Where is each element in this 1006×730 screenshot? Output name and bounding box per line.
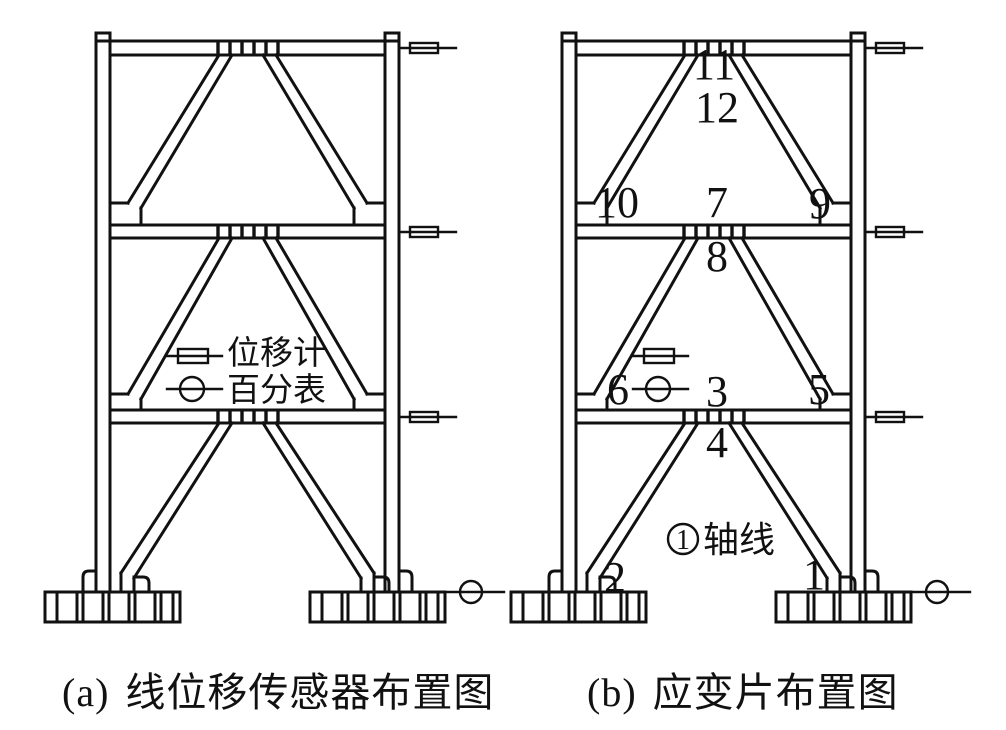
frame-a-structure xyxy=(43,31,506,624)
captions: (a) 线位移传感器布置图 (b) 应变片布置图 xyxy=(62,670,899,715)
strain-gauge-numbers: 11 12 10 7 9 8 6 3 5 4 2 1 xyxy=(595,40,831,602)
caption-b-title: 应变片布置图 xyxy=(653,670,899,715)
strain-gauge-label: 12 xyxy=(695,83,739,132)
strain-gauge-label: 3 xyxy=(706,367,728,416)
caption-a-index: (a) xyxy=(62,670,109,715)
axis-line-label: 1 轴线 xyxy=(666,520,775,560)
strain-gauge-label: 7 xyxy=(706,178,728,227)
frame-a-legend: 位移计 百分表 xyxy=(227,335,326,409)
frame-a: 位移计 百分表 xyxy=(43,31,506,624)
strain-gauge-label: 4 xyxy=(706,418,728,467)
strain-gauge-label: 11 xyxy=(693,40,735,89)
caption-b: (b) 应变片布置图 xyxy=(587,670,899,715)
legend-dial-gauge-label: 百分表 xyxy=(227,372,326,409)
strain-gauge-label: 5 xyxy=(808,365,830,414)
strain-gauge-label: 1 xyxy=(803,550,825,599)
strain-gauge-label: 9 xyxy=(809,179,831,228)
strain-gauge-label: 10 xyxy=(595,178,639,227)
axis-text: 轴线 xyxy=(703,520,775,560)
caption-a-title: 线位移传感器布置图 xyxy=(125,670,494,715)
caption-a: (a) 线位移传感器布置图 xyxy=(62,670,494,715)
axis-number-circle-icon xyxy=(666,522,700,556)
strain-gauge-label: 2 xyxy=(604,553,626,602)
frame-b: 11 12 10 7 9 8 6 3 5 4 2 1 1 轴线 xyxy=(509,31,972,624)
caption-b-index: (b) xyxy=(587,670,637,715)
strain-gauge-label: 8 xyxy=(706,232,728,281)
legend-displacement-meter-label: 位移计 xyxy=(227,335,326,372)
strain-gauge-label: 6 xyxy=(607,365,629,414)
axis-number: 1 xyxy=(676,525,690,556)
